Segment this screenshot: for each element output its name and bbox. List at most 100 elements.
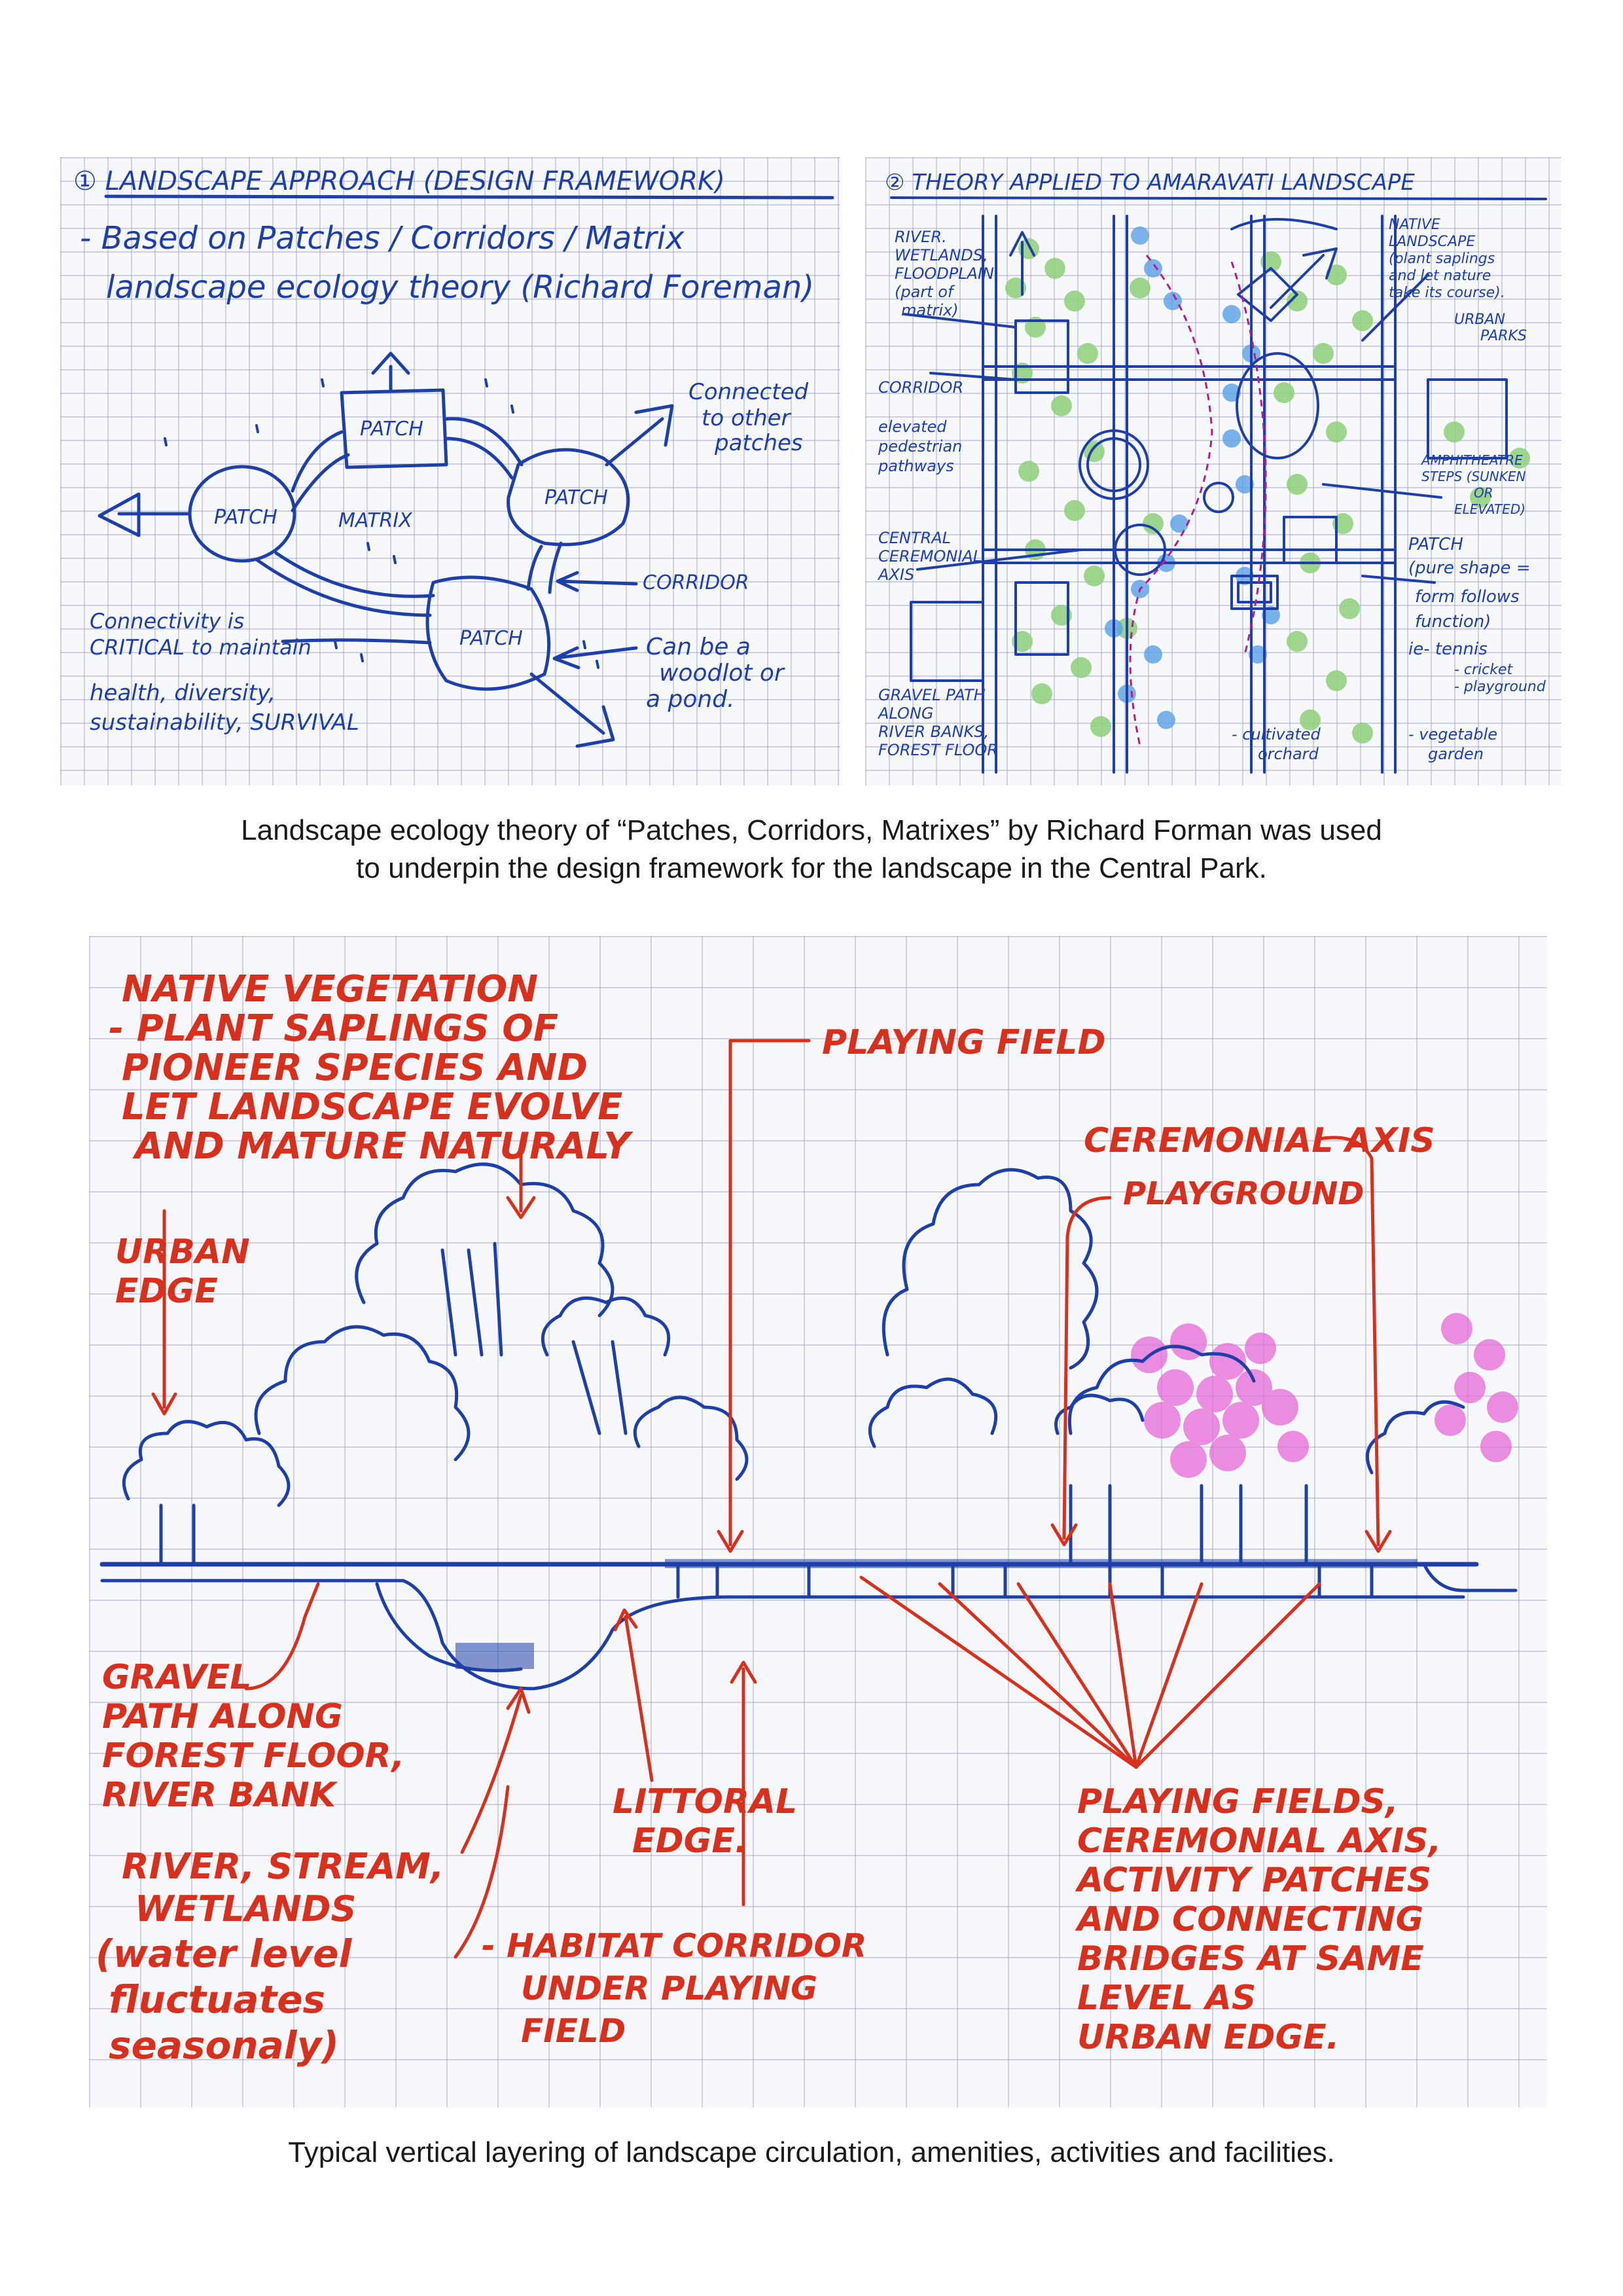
connectivity-line3: health, diversity, [90,680,276,706]
sketch1-heading: ① LANDSCAPE APPROACH (DESIGN FRAMEWORK) [73,166,725,196]
playing-fields-line5: BRIDGES AT SAME [1077,1939,1424,1979]
playground-label: PLAYGROUND [1123,1175,1364,1212]
river-line3: (water level [96,1931,352,1976]
urban-parks-line2: PARKS [1480,328,1527,344]
water-hatch [455,1643,534,1669]
connected-line2: to other [702,405,792,431]
urban-edge-line2: EDGE [115,1272,218,1311]
tree-canopy [122,1420,291,1507]
patch-note-line2: (pure shape = [1408,558,1531,578]
patch-note-line4: function) [1415,612,1491,632]
vegetation-dots [1005,238,1530,744]
patch-corridor-matrix-sketch: ① LANDSCAPE APPROACH (DESIGN FRAMEWORK) … [60,157,840,785]
native-veg-line5: AND MATURE NATURALY [132,1125,633,1168]
native-line1: NATIVE [1389,217,1440,233]
matrix-label: MATRIX [338,509,413,532]
axis-line2: CEREMONIAL [878,547,982,565]
playing-fields-line2: CEREMONIAL AXIS, [1077,1821,1441,1861]
amphi-line2: STEPS (SUNKEN [1421,469,1526,484]
gravel-path-line1: GRAVEL [102,1658,251,1697]
sketch1-line1: - Based on Patches / Corridors / Matrix [80,220,685,257]
connected-line3: patches [714,430,803,456]
patch-note-line6: - cricket [1454,662,1514,678]
littoral-line1: LITTORAL [613,1782,797,1821]
native-line2: LANDSCAPE [1389,234,1475,250]
gravel-line3: RIVER BANKS, [878,723,989,741]
amphi-line3: OR [1474,485,1493,501]
caption-top: Landscape ecology theory of “Patches, Co… [0,812,1623,888]
native-veg-line1: NATIVE VEGETATION [122,968,538,1011]
axis-line3: AXIS [877,565,914,584]
connectivity-line1: Connectivity is [90,609,244,634]
woodlot-line3: a pond. [646,686,735,713]
patch-label-bottom: PATCH [459,627,523,650]
playing-fields-line1: PLAYING FIELDS, [1077,1782,1399,1821]
river-line1: RIVER, STREAM, [122,1846,444,1887]
ceremonial-axis-label: CEREMONIAL AXIS [1084,1121,1435,1160]
orchard-line1: - cultivated [1232,725,1321,744]
gravel-path-line3: FOREST FLOOR, [102,1736,404,1776]
river-dots [1105,226,1280,729]
patch-note-line1: PATCH [1408,535,1463,554]
sketch2-drawing: ② THEORY APPLIED TO AMARAVATI LANDSCAPE … [877,170,1547,774]
corridor-line1: CORRIDOR [878,378,963,397]
plan-patch-rect [1014,319,1069,394]
flowering-tree-dots [1131,1313,1518,1478]
sketch3-drawing: NATIVE VEGETATION - PLANT SAPLINGS OF PI… [96,968,1518,2068]
amphitheatre-circle [1079,429,1149,500]
patch-label-top: PATCH [360,418,423,440]
connectivity-line4: sustainability, SURVIVAL [90,709,359,736]
connected-line1: Connected [688,379,809,405]
patch-note-line3: form follows [1415,587,1520,607]
river-line4: fluctuates [109,1977,325,2022]
axis-line1: CENTRAL [878,529,951,547]
river-line2: WETLANDS, [895,246,988,264]
gravel-line2: ALONG [877,704,934,723]
native-line4: and let nature [1389,268,1491,284]
vertical-layering-section-sketch: NATIVE VEGETATION - PLANT SAPLINGS OF PI… [89,936,1547,2108]
patch-label-left: PATCH [214,506,277,529]
playing-fields-line4: AND CONNECTING [1075,1900,1423,1939]
sketch2-heading: ② THEORY APPLIED TO AMARAVATI LANDSCAPE [885,170,1415,196]
sketch1-line2: landscape ecology theory (Richard Forema… [106,269,814,306]
native-veg-line3: PIONEER SPECIES AND [122,1047,588,1089]
orchard-line2: orchard [1258,745,1319,763]
woodlot-line2: woodlot or [659,660,785,687]
connectivity-line2: CRITICAL to maintain [90,635,312,660]
corridor-line4: pathways [878,457,954,475]
caption-bottom: Typical vertical layering of landscape c… [288,2136,1335,2168]
patch-note-line7: - playground [1454,679,1546,695]
amphi-line4: ELEVATED) [1454,501,1525,517]
native-veg-line2: - PLANT SAPLINGS OF [109,1007,558,1050]
river-line1: RIVER. [895,228,947,246]
playing-fields-line3: ACTIVITY PATCHES [1075,1861,1431,1900]
littoral-line2: EDGE. [632,1821,748,1861]
habitat-line3: FIELD [521,2012,626,2050]
amphi-line1: AMPHITHEATRE [1420,452,1523,468]
habitat-line1: - HABITAT CORRIDOR [482,1927,866,1965]
sketch1-drawing: ① LANDSCAPE APPROACH (DESIGN FRAMEWORK) … [73,166,834,748]
river-line4: (part of [895,283,955,301]
playing-fields-line6: LEVEL AS [1077,1979,1256,2018]
corridor-line3: pedestrian [878,437,962,456]
river-line2: WETLANDS [135,1888,356,1929]
patch-note-line5: ie- tennis [1408,639,1488,659]
native-veg-line4: LET LANDSCAPE EVOLVE [122,1086,622,1128]
urban-parks-line1: URBAN [1454,312,1505,328]
native-line3: (plant saplings [1389,251,1495,267]
river-line5: seasonaly) [109,2023,339,2068]
caption-top-line1: Landscape ecology theory of “Patches, Co… [241,814,1382,846]
corridor-label: CORRIDOR [643,571,749,594]
native-line5: take its course). [1389,285,1505,301]
amaravati-plan-sketch: ② THEORY APPLIED TO AMARAVATI LANDSCAPE … [865,157,1561,785]
gravel-path-line2: PATH ALONG [102,1697,343,1736]
river-line5: matrix) [901,301,959,319]
urban-edge-line1: URBAN [115,1232,250,1272]
caption-top-line2: to underpin the design framework for the… [356,852,1267,884]
river-line3: FLOODPLAIN [895,264,994,283]
gravel-path-line4: RIVER BANK [102,1776,338,1815]
gravel-line1: GRAVEL PATH [878,686,986,704]
vegetable-line2: garden [1428,745,1484,763]
vegetable-line1: - vegetable [1408,725,1497,744]
playing-fields-line7: URBAN EDGE. [1077,2018,1339,2057]
